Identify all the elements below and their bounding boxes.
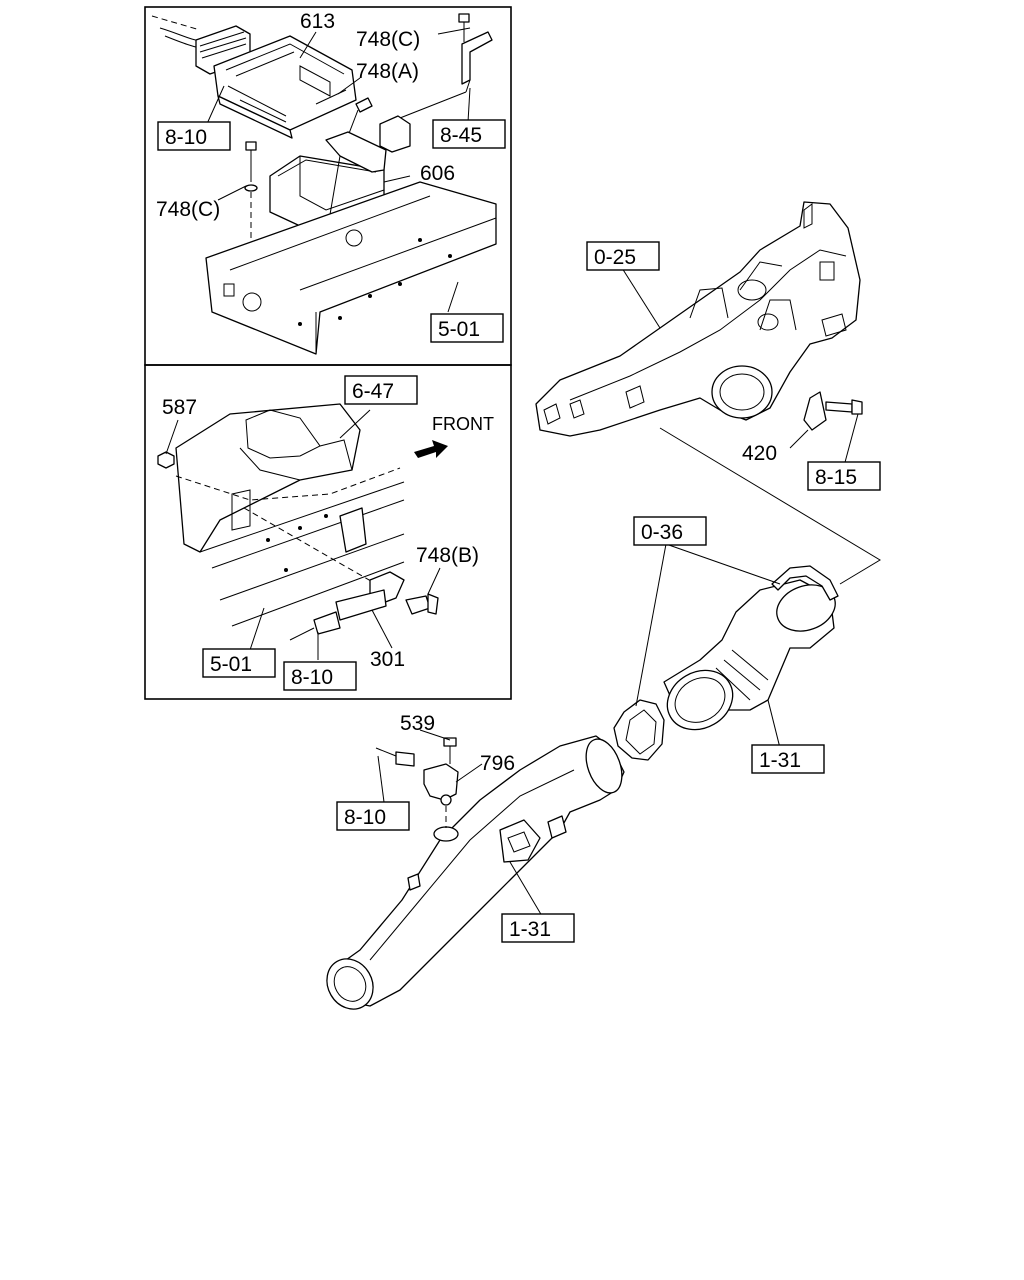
label-587: 587 [162, 396, 197, 419]
ref-5-01-top: 5-01 [438, 318, 480, 341]
bolt-748a-drawing [347, 97, 373, 137]
intake-hose-drawing [613, 565, 839, 761]
label-420: 420 [742, 442, 777, 465]
ref-1-31-upper: 1-31 [759, 749, 801, 772]
ref-8-45: 8-45 [440, 124, 482, 147]
ref-box-0-36 [633, 516, 707, 546]
label-613: 613 [300, 10, 335, 33]
ref-1-31-lower: 1-31 [509, 918, 551, 941]
ref-box-8-10-main [336, 801, 410, 831]
ref-0-25: 0-25 [594, 246, 636, 269]
label-748a: 748(A) [356, 60, 419, 83]
connection-line-manifold-hose [659, 427, 881, 585]
ref-box-6-47 [344, 375, 418, 405]
panel-sensor-mounting: 587 FRONT 748(B) 301 6-47 5-01 8-10 [144, 364, 512, 700]
ref-box-1-31-lower [501, 913, 575, 943]
ref-box-0-25 [586, 241, 660, 271]
label-606: 606 [420, 162, 455, 185]
ref-box-8-15 [807, 461, 881, 491]
front-arrow-icon [414, 440, 448, 458]
ref-8-10-top: 8-10 [165, 126, 207, 149]
ref-8-15: 8-15 [815, 466, 857, 489]
ref-8-10-main: 8-10 [344, 806, 386, 829]
ref-box-8-45 [432, 119, 506, 149]
label-748c-left: 748(C) [156, 198, 220, 221]
frame-rail-drawing [205, 181, 497, 355]
label-301: 301 [370, 648, 405, 671]
ref-box-8-10-bottom [283, 661, 357, 691]
label-796: 796 [480, 752, 515, 775]
ecm-613-drawing [213, 35, 357, 139]
ref-8-10-bottom: 8-10 [291, 666, 333, 689]
panel-bottom-frame [144, 364, 512, 700]
ref-box-1-31-upper [751, 744, 825, 774]
ref-box-5-01-bottom [202, 648, 276, 678]
intake-manifold-drawing [535, 201, 863, 437]
sensor-796-drawing [375, 737, 459, 828]
label-539: 539 [400, 712, 435, 735]
ref-box-8-10-top [157, 121, 231, 151]
ref-5-01-bottom: 5-01 [210, 653, 252, 676]
bolt-748c-left-drawing [244, 141, 258, 256]
sensor-301-drawing [243, 507, 439, 641]
nut-587-drawing [157, 451, 175, 469]
ref-6-47: 6-47 [352, 380, 394, 403]
mounting-structure-drawing [175, 403, 405, 627]
ref-0-36: 0-36 [641, 521, 683, 544]
label-748b: 748(B) [416, 544, 479, 567]
label-front: FRONT [432, 414, 494, 434]
air-duct-drawing [326, 735, 625, 1010]
label-748c-top: 748(C) [356, 28, 420, 51]
bracket-8-45-drawing [379, 13, 493, 153]
ref-box-5-01-top [430, 313, 504, 343]
panel-ecm-mounting: 613 748(C) 748(A) 606 748(C) 8-10 8-45 5… [144, 6, 512, 366]
